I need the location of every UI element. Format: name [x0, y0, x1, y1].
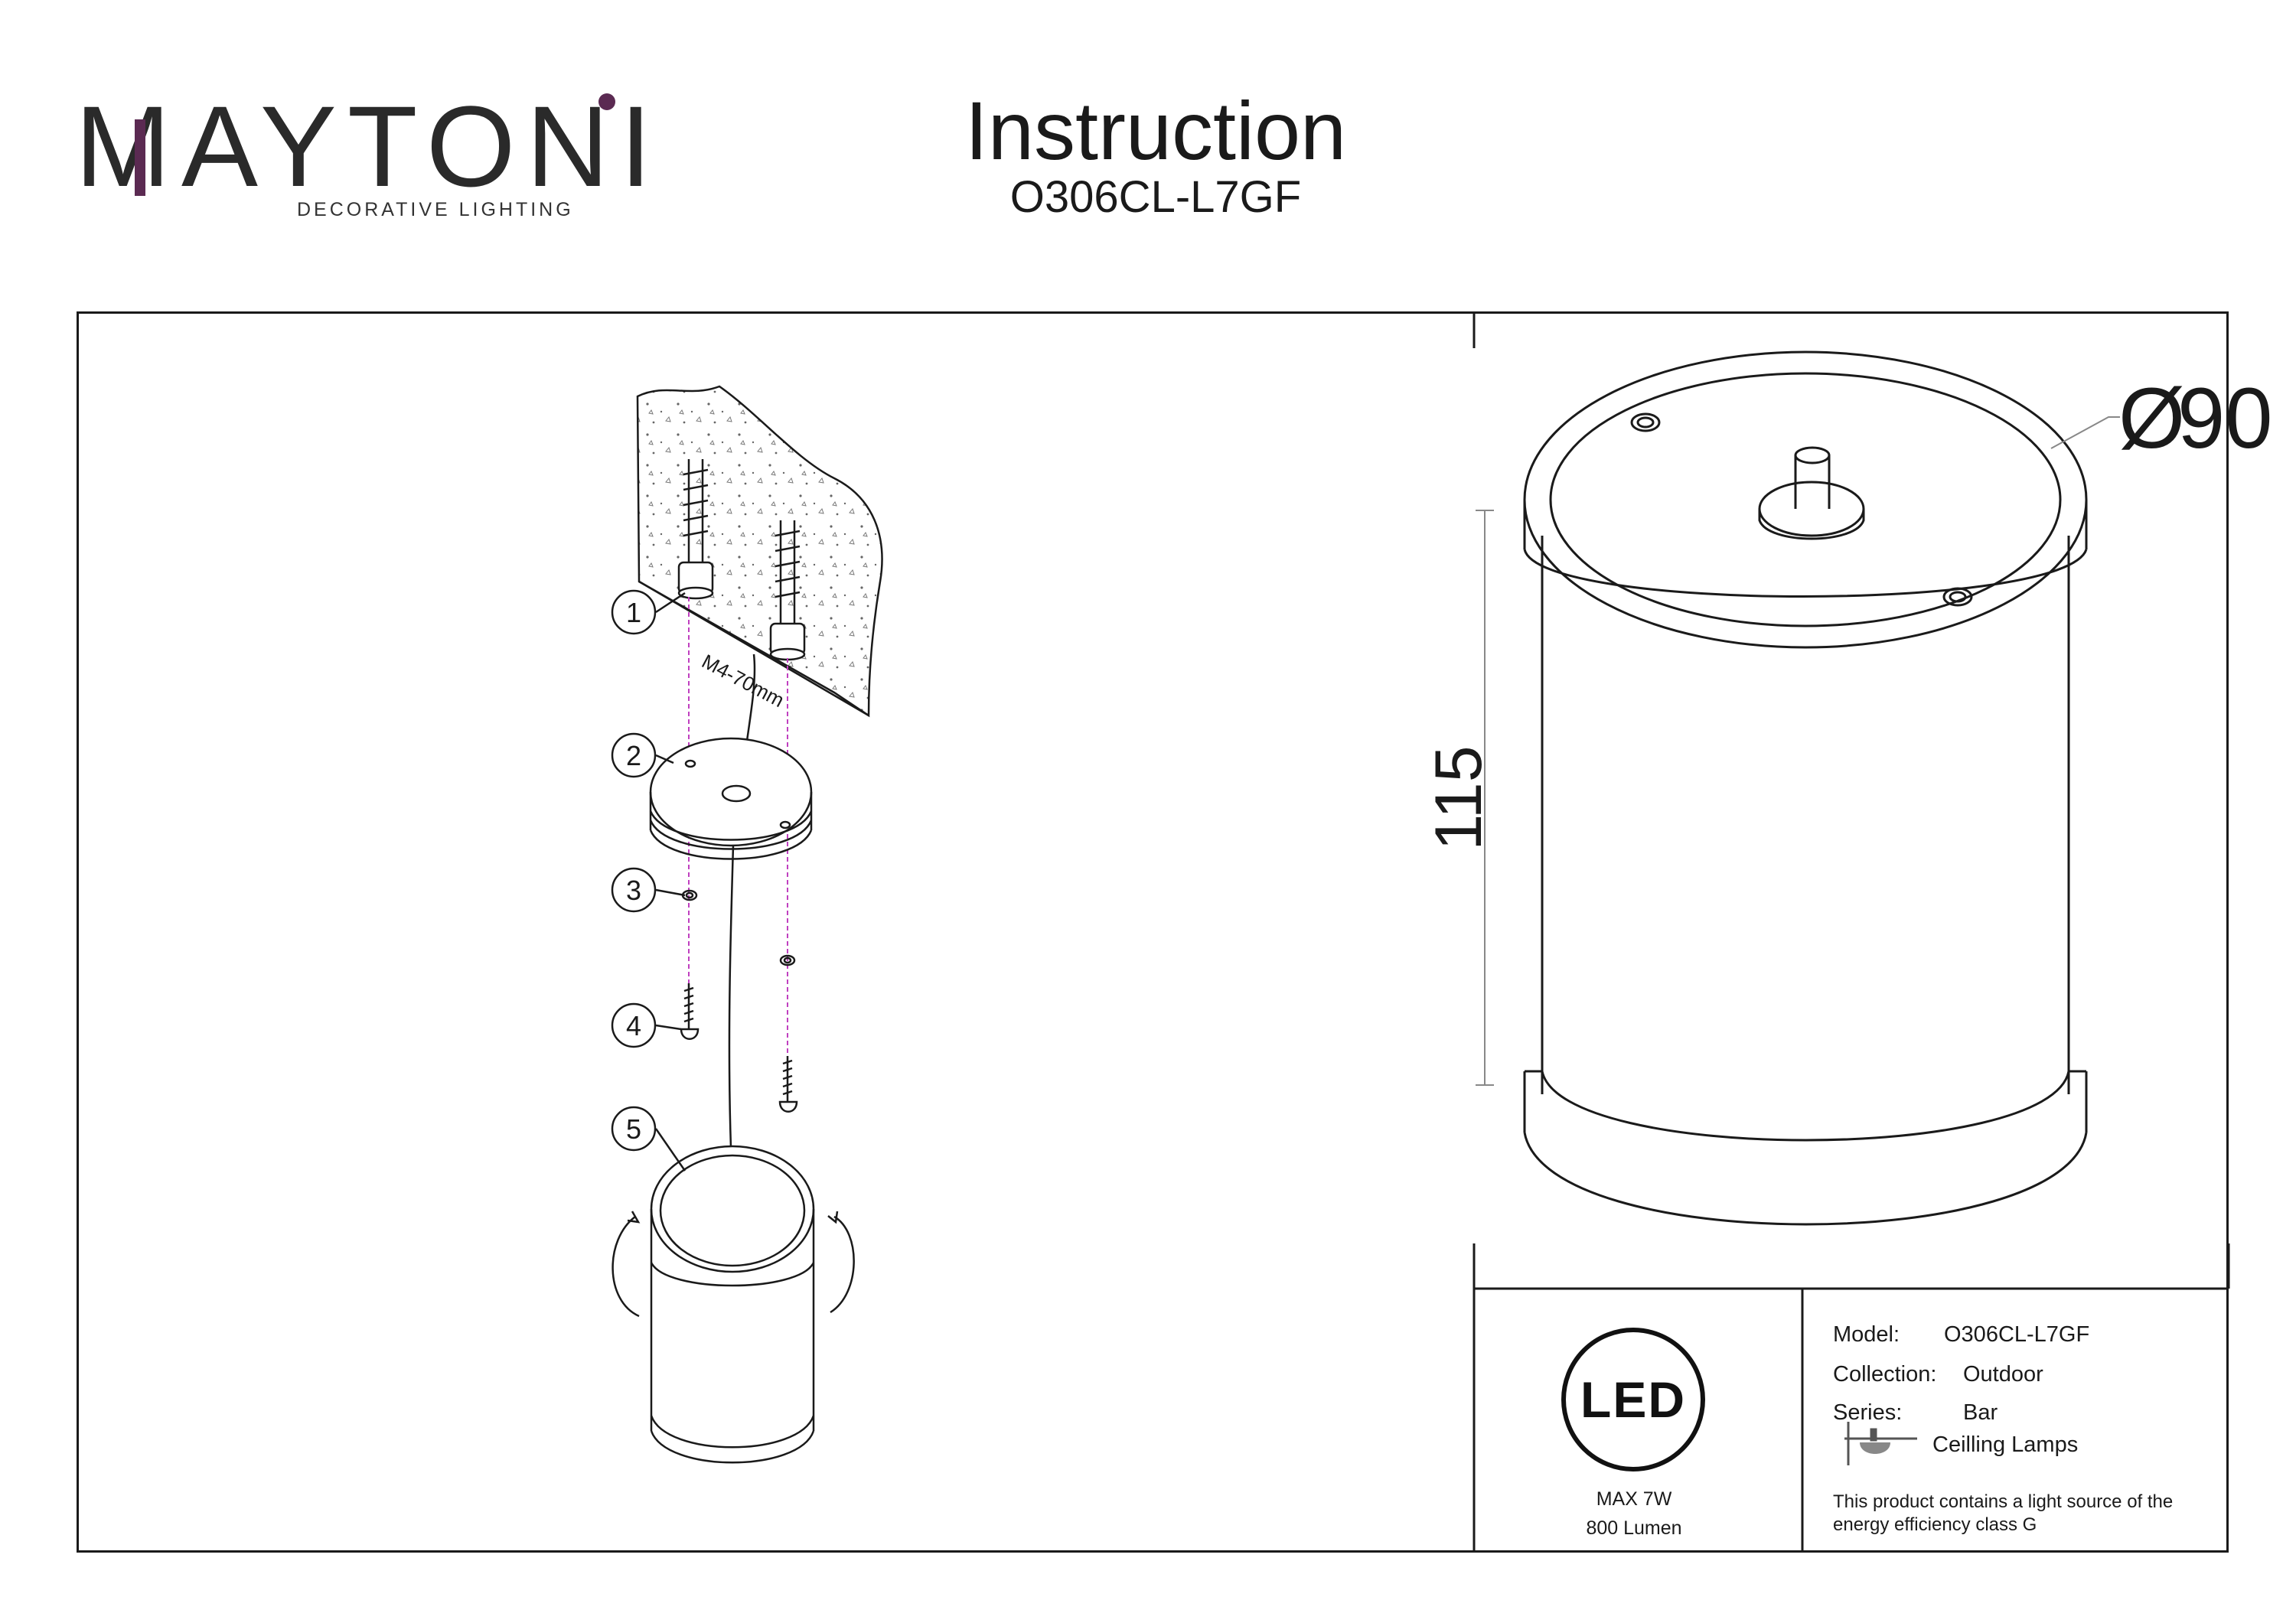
anchor-2 — [769, 520, 806, 661]
logo-tagline: DECORATIVE LIGHTING — [297, 199, 574, 220]
callout-circle-2 — [611, 732, 657, 778]
series-label: Series: — [1833, 1400, 1903, 1425]
callout-circle-4 — [611, 1002, 657, 1048]
logo-wordmark: MAYTONI — [75, 82, 663, 210]
callout-number-3: 3 — [626, 875, 641, 906]
callout-circle-3 — [611, 867, 657, 913]
dimension-drawing — [1523, 350, 2088, 1226]
callout-number-2: 2 — [626, 740, 641, 771]
washer-2-inner — [783, 957, 792, 964]
frame-dividers — [1473, 311, 2230, 1553]
led-badge: LED — [1561, 1328, 1705, 1471]
max-power: MAX 7W — [1596, 1488, 1672, 1510]
callout-number-5: 5 — [626, 1113, 641, 1145]
washer-2 — [779, 954, 796, 966]
height-dimension-line — [1476, 510, 1494, 1086]
lumen-output: 800 Lumen — [1586, 1517, 1682, 1539]
energy-class-note: This product contains a light source of … — [1833, 1491, 2174, 1535]
diameter-symbol: Ø — [2118, 370, 2185, 466]
model-code-heading: O306CL-L7GF — [1009, 172, 1302, 222]
screw-1 — [680, 983, 700, 1040]
anchor-1 — [677, 459, 714, 600]
ceiling-lamp-icon — [1844, 1422, 1917, 1465]
collection-label: Collection: — [1833, 1362, 1937, 1387]
page-title: Instruction — [964, 84, 1347, 177]
model-label: Model: — [1833, 1322, 1900, 1347]
led-badge-text: LED — [1580, 1371, 1686, 1428]
diameter-leader — [2050, 416, 2120, 449]
height-value: 115 — [1422, 745, 1495, 850]
lamp-type: Ceilling Lamps — [1932, 1432, 2079, 1457]
logo-accent-dot — [598, 93, 615, 110]
logo-accent-stroke — [135, 119, 145, 196]
diameter-value: 90 — [2177, 370, 2273, 466]
callout-number-4: 4 — [626, 1010, 641, 1041]
ceiling-section — [636, 385, 883, 718]
assembly-diagram — [612, 385, 883, 1464]
series-value: Bar — [1963, 1400, 1998, 1425]
mounting-plate — [649, 737, 813, 860]
collection-value: Outdoor — [1963, 1362, 2043, 1387]
model-value: O306CL-L7GF — [1944, 1322, 2090, 1347]
callout-circle-1 — [611, 589, 657, 635]
callout-number-1: 1 — [626, 597, 641, 628]
washer-1-inner — [685, 891, 694, 899]
callout-circle-5 — [611, 1106, 657, 1152]
screw-2 — [778, 1056, 798, 1113]
lamp-body-exploded — [612, 1145, 855, 1464]
instruction-frame — [77, 311, 2229, 1553]
brand-logo: MAYTONI DECORATIVE LIGHTING — [75, 89, 652, 234]
